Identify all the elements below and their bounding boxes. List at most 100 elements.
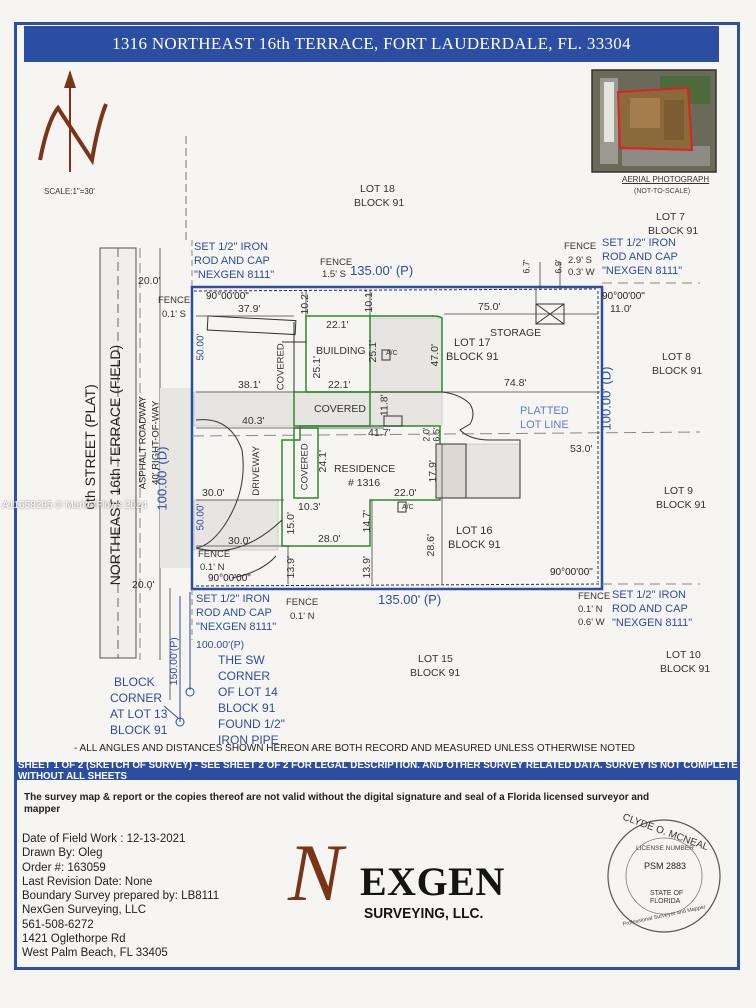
dim-10-1: 10.1': [362, 290, 375, 313]
block-corner-l3: AT LOT 13: [110, 707, 168, 721]
nw-corner-1: SET 1/2" IRON: [194, 241, 269, 253]
logo-surveying: SURVEYING, LLC.: [364, 905, 484, 922]
south-dim: 135.00' (P): [378, 592, 442, 607]
block-corner-dist-1: 100.00'(P): [196, 639, 245, 651]
block-corner-dist-2: 150.00'(P): [167, 637, 180, 686]
logo-exgen: EXGEN: [360, 859, 505, 904]
lot8-block: BLOCK 91: [652, 365, 703, 377]
lot17-label: LOT 17: [454, 337, 491, 349]
block-corner-l2: CORNER: [110, 691, 163, 705]
property-boundary: [190, 285, 604, 591]
lot18-block: BLOCK 91: [354, 197, 405, 209]
nw-corner-3: "NEXGEN 8111": [194, 269, 275, 281]
dim-28-0: 28.0': [318, 533, 341, 545]
lot7-block: BLOCK 91: [648, 225, 699, 237]
dim-10-3: 10.3': [298, 501, 321, 513]
angle-ne: 90°00'00": [602, 291, 645, 302]
sw-corner-lot14-4: BLOCK 91: [218, 701, 276, 715]
se-fence: FENCE: [578, 591, 611, 602]
lot17-block: BLOCK 91: [446, 351, 499, 363]
page-title: 1316 NORTHEAST 16th TERRACE, FORT LAUDER…: [24, 26, 719, 62]
sw-corner-1: SET 1/2" IRON: [196, 593, 271, 605]
dim-38-1: 38.1': [238, 379, 261, 391]
n-fence-offset: 1.5' S: [322, 269, 346, 280]
aerial-caption: AERIAL PHOTOGRAPH: [622, 175, 710, 184]
sheet-note: SHEET 1 OF 2 (SKETCH OF SURVEY) - SEE SH…: [14, 760, 740, 782]
lot9-block: BLOCK 91: [656, 499, 707, 511]
driveway-label: DRIVEWAY: [251, 445, 263, 496]
street-plat-label: 6th STREET (PLAT): [82, 384, 98, 510]
company-address-2: West Palm Beach, FL 33405: [22, 947, 168, 960]
dim-25-1-b: 25.1': [366, 340, 379, 363]
roadway-label: ASPHALT ROADWAY: [137, 396, 149, 490]
nw-fence: FENCE: [158, 295, 191, 306]
west-dim: 100.00' (D): [154, 446, 170, 511]
lot8-label: LOT 8: [662, 351, 691, 363]
surveyor-seal: [607, 819, 721, 933]
s-fence-offset: 0.1' N: [290, 611, 315, 622]
ne-corner-2: ROD AND CAP: [602, 251, 678, 263]
lot18-label: LOT 18: [360, 183, 395, 195]
platted-line-label-1: PLATTED: [520, 405, 569, 417]
se-fence-offset-2: 0.6' W: [578, 617, 605, 628]
dim-6-5: 6.5': [431, 427, 442, 442]
covered-label: COVERED: [314, 403, 366, 415]
disclaimer: The survey map & report or the copies th…: [24, 792, 650, 815]
angle-nw: 90°00'00": [206, 291, 249, 302]
n-fence: FENCE: [320, 257, 353, 268]
ne-fence-offset-1: 2.9' S: [568, 255, 592, 266]
seal-text: CLYDE O. MCNEAL LICENSE NUMBER PSM 2883 …: [606, 812, 722, 934]
angle-se: 90°00'00": [550, 567, 593, 578]
aerial-subcaption: (NOT-TO-SCALE): [634, 188, 691, 195]
north-arrow-icon: [38, 70, 108, 172]
survey-metadata: Date of Field Work : 12-13-2021 Drawn By…: [22, 832, 219, 961]
dim-14-7: 14.7': [360, 510, 373, 533]
se-corner-3: "NEXGEN 8111": [612, 617, 693, 629]
dim-74-8: 74.8': [504, 377, 527, 389]
scale-label: SCALE:1"=30': [44, 187, 95, 196]
se-corner-1: SET 1/2" IRON: [612, 589, 687, 601]
seal-license: LICENSE NUMBER: [636, 845, 694, 852]
structures: [281, 315, 443, 547]
street-field-label: NORTHEAST 16th TERRACE (FIELD): [107, 344, 123, 586]
dim-40-3: 40.3': [242, 415, 265, 427]
fences: [193, 288, 601, 587]
dim-22-1-b: 22.1': [328, 379, 351, 391]
aerial-photo: [591, 69, 717, 173]
residence-number: # 1316: [348, 477, 381, 489]
se-fence-offset-1: 0.1' N: [578, 604, 603, 615]
sw-fence: FENCE: [198, 549, 231, 560]
dim-30-0-b: 30.0': [228, 535, 251, 547]
covered-label-v2: COVERED: [299, 443, 311, 491]
dim-22-1-a: 22.1': [326, 319, 349, 331]
lot15-label: LOT 15: [418, 653, 453, 665]
dim-10-2: 10.2': [298, 292, 311, 315]
street: [99, 247, 192, 660]
dim-50-a: 50.00': [195, 333, 207, 361]
seal-state-2: FLORIDA: [650, 898, 681, 905]
block-corner-l4: BLOCK 91: [110, 723, 168, 737]
storage-label: STORAGE: [490, 327, 542, 339]
dim-17-9: 17.9': [426, 460, 439, 483]
seal-state-1: STATE OF: [650, 890, 684, 897]
dim-30-0-a: 30.0': [202, 487, 225, 499]
covered-label-v1: COVERED: [275, 343, 287, 391]
s-fence: FENCE: [286, 597, 319, 608]
lot10-block: BLOCK 91: [660, 663, 711, 675]
dim-11-0: 11.0': [610, 303, 632, 315]
north-dim: 135.00' (P): [350, 263, 414, 278]
nexgen-logo: N EXGEN SURVEYING, LLC.: [282, 832, 522, 928]
dim-47-0: 47.0': [428, 344, 441, 367]
dim-41-7: 41.7': [368, 427, 391, 439]
dimension-lines: [149, 262, 600, 700]
dim-22-0: 22.0': [394, 487, 417, 499]
dim-11-8: 11.8': [378, 394, 391, 417]
lot7-label: LOT 7: [656, 211, 685, 223]
ne-fence-offset-2: 0.3' W: [568, 267, 595, 278]
building-label: BUILDING: [316, 345, 366, 357]
lot16-block: BLOCK 91: [448, 539, 501, 551]
dim-2-0: 2.0': [421, 427, 432, 442]
seal-psm: PSM 2883: [644, 861, 687, 871]
dim-20-a: 20.0': [138, 275, 161, 287]
